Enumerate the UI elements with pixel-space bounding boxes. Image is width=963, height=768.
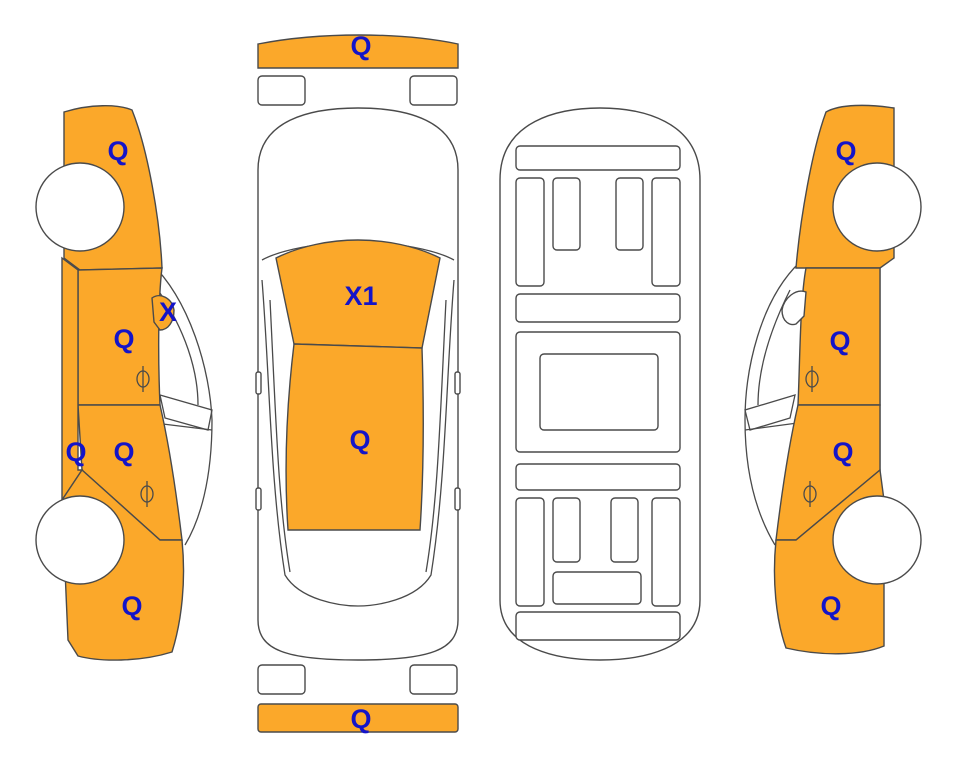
- left-headlight-icon: [257, 75, 306, 106]
- label-right-front-fender: Q: [835, 136, 856, 166]
- left-front-door-handle-icon: [136, 366, 150, 392]
- label-left-mirror: X: [159, 297, 177, 327]
- label-rear-bumper: Q: [350, 704, 371, 734]
- label-right-front-door: Q: [829, 326, 850, 356]
- label-left-front-fender: Q: [107, 136, 128, 166]
- hood-panel[interactable]: [275, 239, 441, 349]
- label-right-rear-quarter: Q: [820, 591, 841, 621]
- label-hood: X1: [344, 281, 377, 311]
- left-taillight-icon: [257, 664, 306, 695]
- label-left-rear-quarter: Q: [121, 591, 142, 621]
- right-side-view: [744, 104, 922, 655]
- top-view: [255, 34, 461, 733]
- left-rear-door-handle-icon: [140, 481, 154, 507]
- label-left-rear-door: Q: [113, 437, 134, 467]
- right-rear-wheel-icon: [832, 495, 922, 585]
- label-right-rear-door: Q: [832, 437, 853, 467]
- roof-panel[interactable]: [285, 343, 425, 531]
- left-front-wheel-icon: [35, 162, 125, 252]
- front-bumper-panel[interactable]: [257, 34, 459, 69]
- right-front-door-handle-icon: [805, 366, 819, 392]
- rear-bumper-panel[interactable]: [257, 703, 459, 733]
- left-mirror-panel[interactable]: [151, 294, 175, 331]
- right-taillight-icon: [409, 664, 458, 695]
- damage-labels: Q X1 Q Q Q X Q Q Q Q Q Q Q Q: [65, 31, 856, 734]
- label-left-rocker: Q: [65, 437, 86, 467]
- label-roof: Q: [349, 425, 370, 455]
- right-rear-door-handle-icon: [803, 481, 817, 507]
- left-rear-wheel-icon: [35, 495, 125, 585]
- right-front-wheel-icon: [832, 162, 922, 252]
- right-headlight-icon: [409, 75, 458, 106]
- label-left-front-door: Q: [113, 324, 134, 354]
- underbody-view: [499, 107, 701, 661]
- left-side-view: [35, 105, 213, 661]
- label-front-bumper: Q: [350, 31, 371, 61]
- left-rocker-panel[interactable]: [61, 256, 84, 503]
- right-mirror-icon: [781, 290, 807, 326]
